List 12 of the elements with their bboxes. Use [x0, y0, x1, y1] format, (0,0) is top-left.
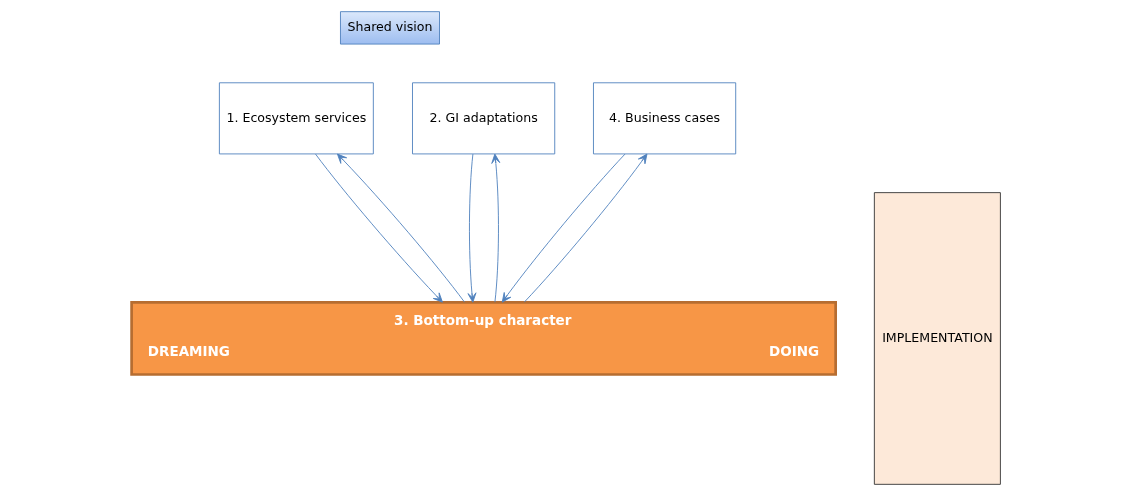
arrow: [466, 153, 476, 303]
node-box: Shared vision: [339, 11, 440, 45]
arrow: [336, 153, 465, 303]
node-box: 2. GI adaptations: [411, 82, 555, 155]
arrow: [314, 153, 443, 303]
node-box: 1. Ecosystem services: [218, 82, 374, 155]
node-box: 4. Business cases: [592, 82, 736, 155]
arrow: [501, 153, 625, 303]
arrow: [490, 153, 500, 303]
node-box: 3. Bottom-up character DREAMING DOING: [129, 301, 837, 376]
node-box: IMPLEMENTATION: [873, 192, 1001, 485]
arrow: [523, 153, 647, 303]
